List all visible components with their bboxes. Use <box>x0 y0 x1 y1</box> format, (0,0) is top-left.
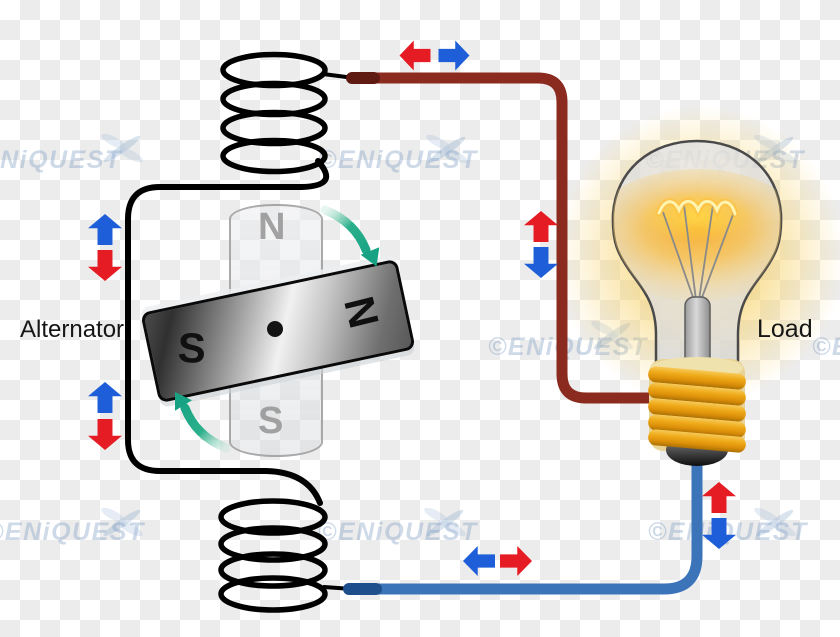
bulb-screw-base <box>648 357 746 466</box>
rotation-arrow-top <box>320 205 380 267</box>
watermark-text: ©ENiQUEST <box>0 518 145 546</box>
dragonfly-watermark-icon <box>101 133 143 163</box>
dragonfly-watermark-icon <box>101 507 143 537</box>
watermark-text: ©ENiQUEST <box>0 146 122 174</box>
filament-supports <box>662 204 735 301</box>
load-label: Load <box>757 315 813 343</box>
ghost-pole-s-label: S <box>258 400 284 442</box>
screw-threads <box>648 366 746 453</box>
hot-wire <box>346 72 658 404</box>
watermark-text: ©ENiQUEST <box>318 518 478 546</box>
dragonfly-watermark-icon <box>424 507 466 537</box>
bottom-coil <box>218 498 328 613</box>
top-coil <box>220 51 328 175</box>
dragonfly-watermark-icon <box>426 134 468 164</box>
dragonfly-watermark-icon <box>754 507 796 537</box>
ghost-pole-n-label: N <box>258 206 286 248</box>
return-wire <box>343 454 703 595</box>
rotation-arrow-bottom <box>175 392 231 453</box>
light-bulb <box>611 139 783 378</box>
alternator-label: Alternator <box>20 316 125 343</box>
watermark-text: ©ENiQUEST <box>318 146 478 174</box>
magnet-pivot-dot <box>267 321 283 337</box>
